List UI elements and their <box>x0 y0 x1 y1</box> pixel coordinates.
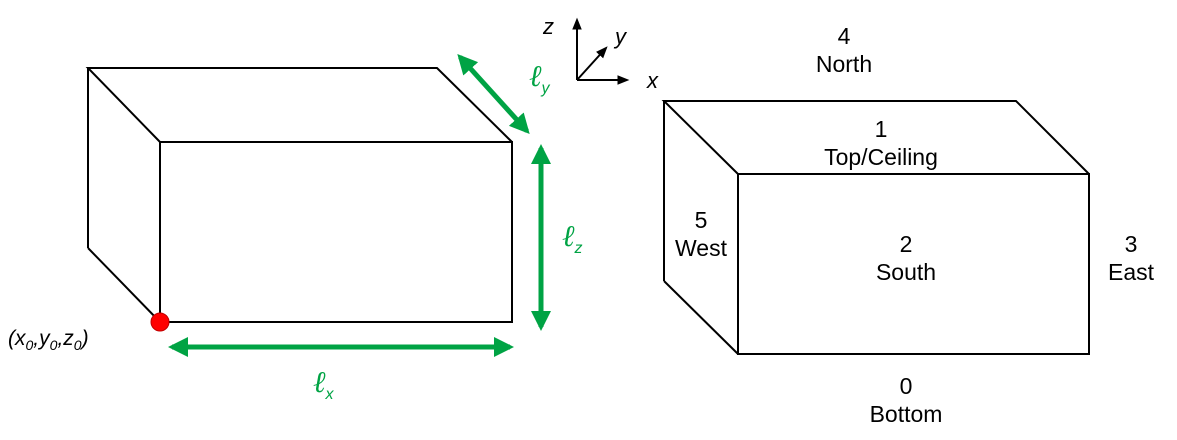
dimension-y-label: ℓy <box>529 60 550 97</box>
face-label-north: 4 North <box>794 22 894 78</box>
x-axis-label: x <box>647 68 658 93</box>
origin-point <box>150 312 170 332</box>
origin-label: (x0,y0,z0) <box>8 327 89 354</box>
left-box-bottom-left-edge <box>87 247 161 323</box>
face-number: 4 <box>837 23 851 49</box>
right-box-front-face <box>737 173 1090 355</box>
right-box <box>661 100 1090 355</box>
dimension-z-label: ℓz <box>562 220 583 257</box>
face-label-south: 2 South <box>856 230 956 286</box>
dimension-y-arrow <box>457 54 530 134</box>
face-label-east: 3 East <box>1091 230 1171 286</box>
face-name: West <box>675 235 727 261</box>
face-number: 5 <box>694 207 708 233</box>
face-name: Top/Ceiling <box>824 144 938 170</box>
right-box-bottom-left-edge <box>663 280 739 355</box>
axis-triad <box>572 17 630 85</box>
face-name: South <box>875 259 937 285</box>
face-label-top: 1 Top/Ceiling <box>801 115 961 171</box>
y-axis-arrow <box>576 46 608 81</box>
left-box <box>85 67 513 323</box>
face-number: 3 <box>1124 231 1138 257</box>
face-name: North <box>815 51 873 77</box>
z-axis-label: z <box>543 14 554 39</box>
face-label-bottom: 0 Bottom <box>856 372 956 428</box>
dimension-x-label: ℓx <box>313 366 334 403</box>
left-box-front-face <box>159 141 513 323</box>
face-number: 0 <box>899 373 913 399</box>
face-name: Bottom <box>869 401 943 427</box>
face-name: East <box>1107 259 1155 285</box>
face-number: 1 <box>874 116 888 142</box>
y-axis-label: y <box>615 24 626 49</box>
left-box-top-face <box>85 67 513 143</box>
face-number: 2 <box>899 231 913 257</box>
face-label-west: 5 West <box>666 206 736 262</box>
right-box-top-face <box>661 100 1090 175</box>
